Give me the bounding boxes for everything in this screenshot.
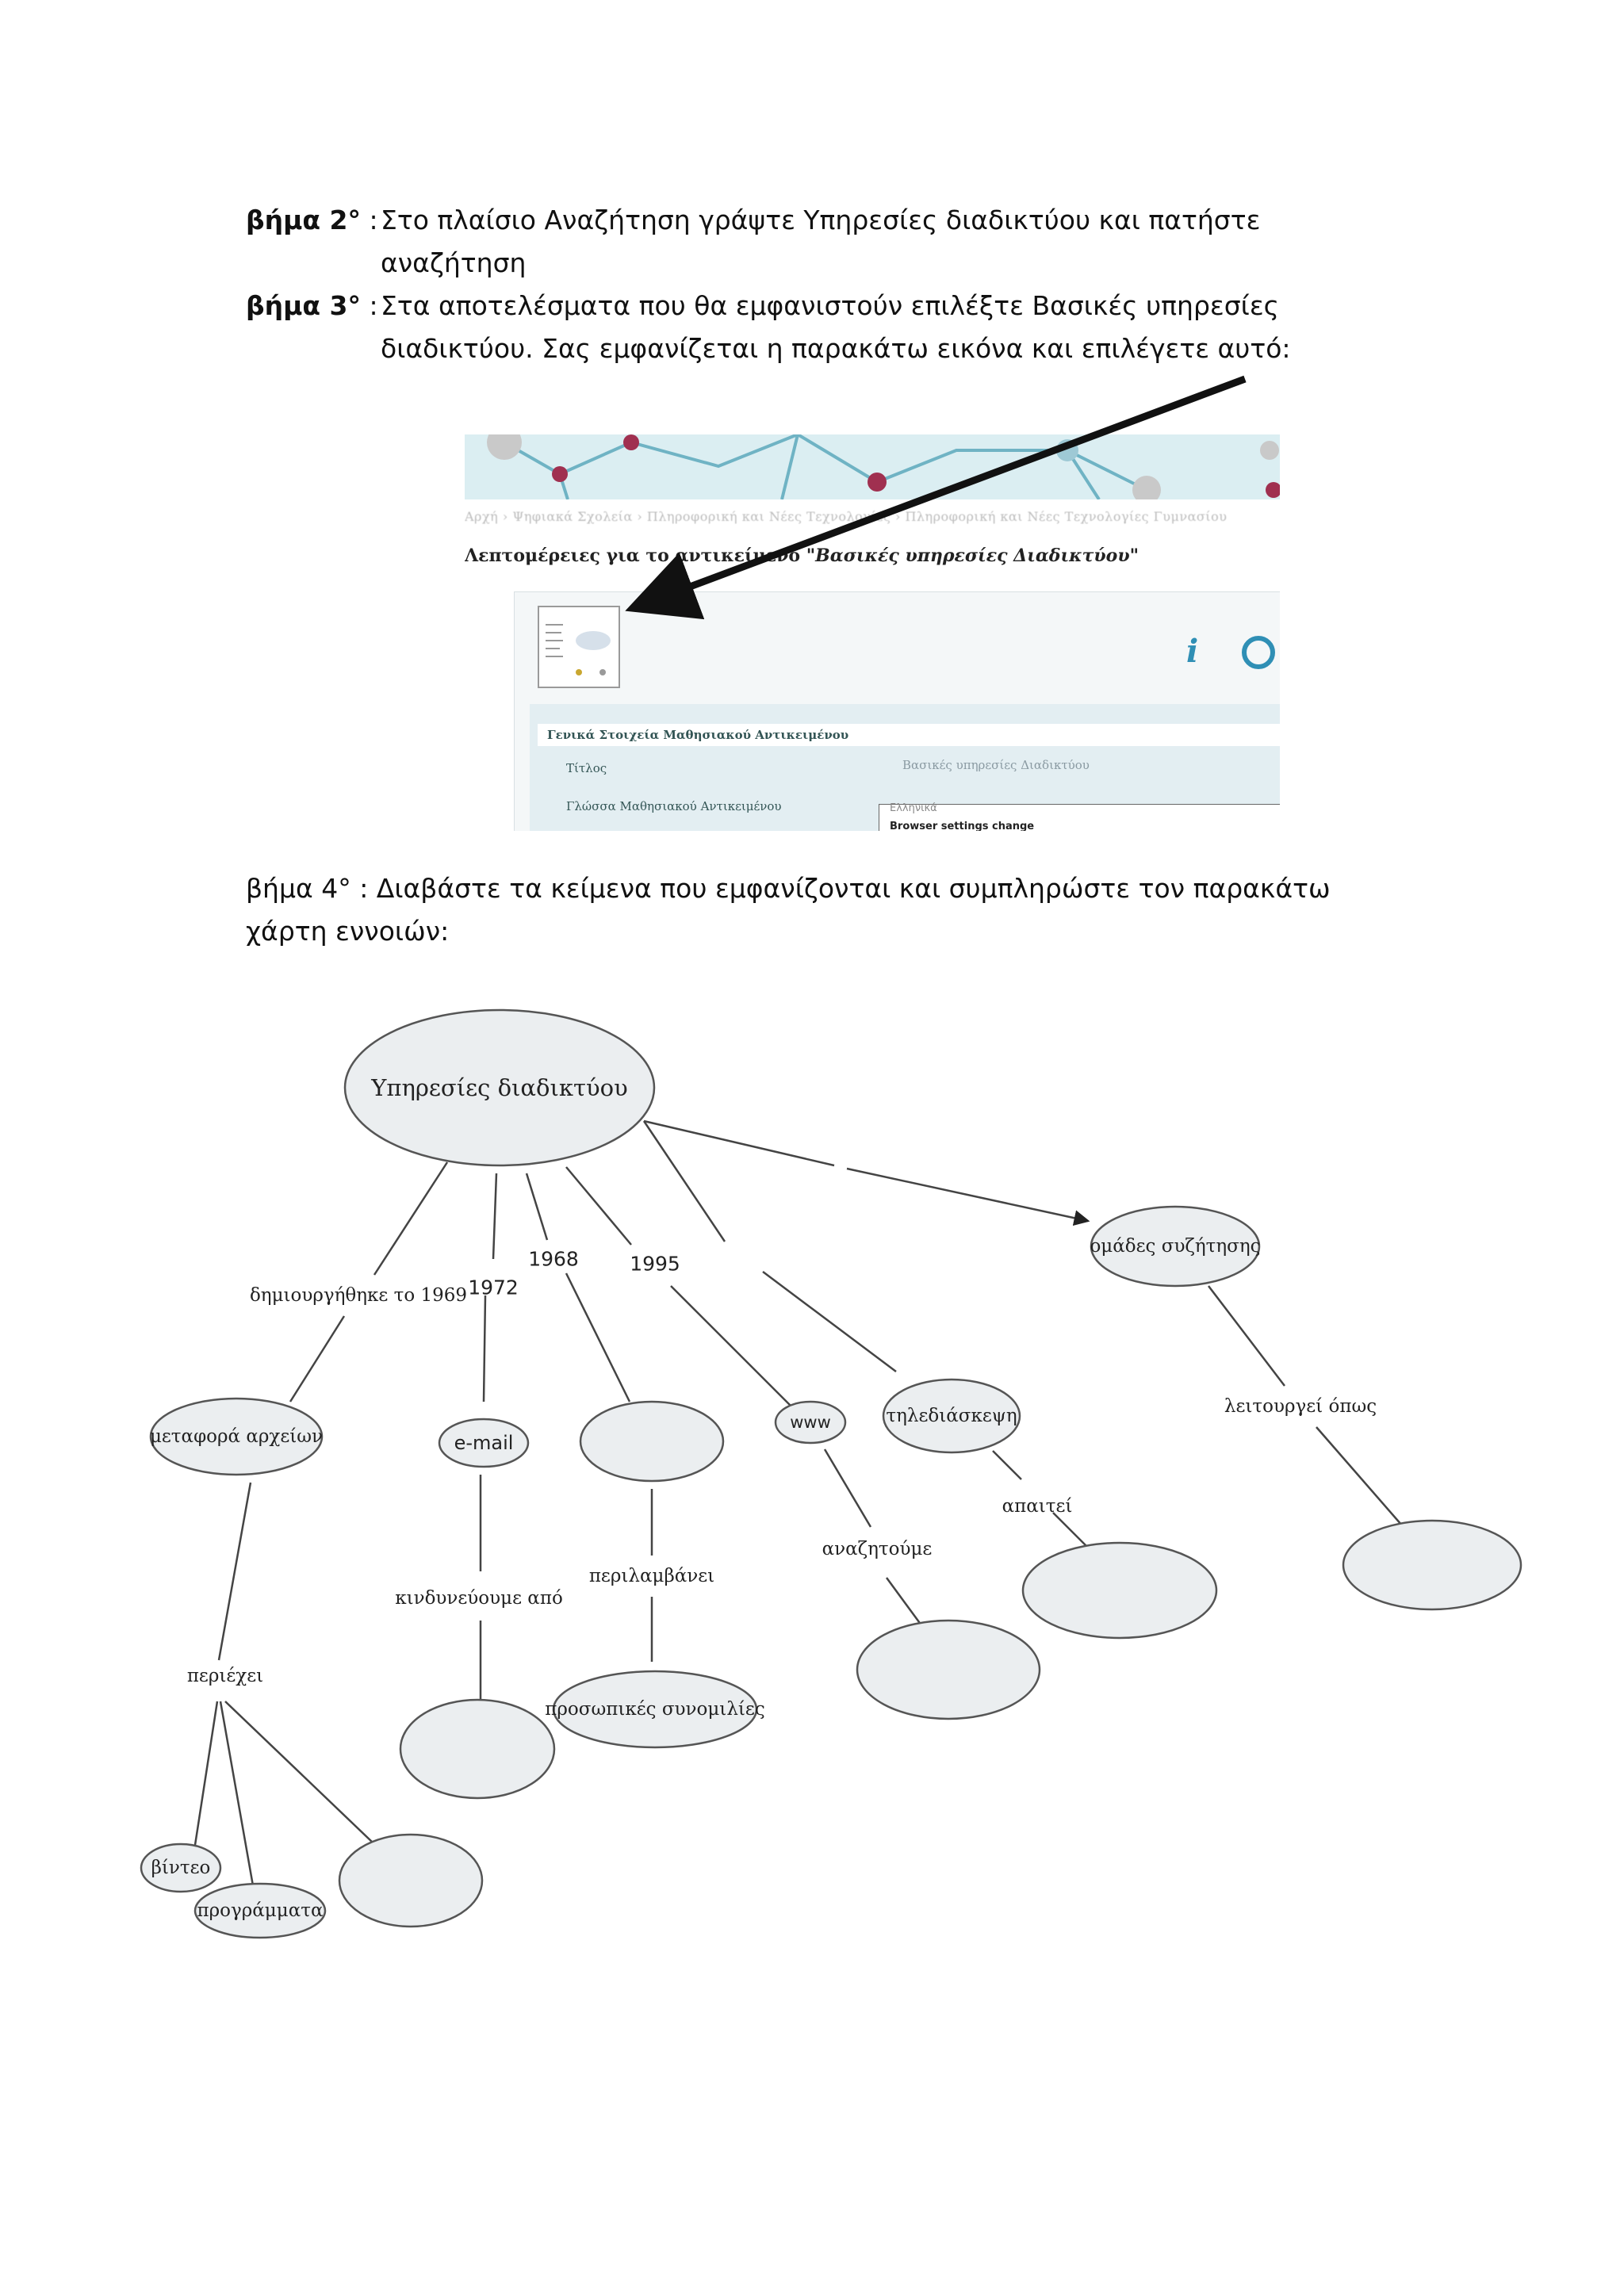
pointer-arrow <box>625 375 1247 620</box>
node-programs-label: προγράμματα <box>197 1900 324 1921</box>
banner-network-graphic <box>487 434 1280 504</box>
row-language-value: Ελληνικά <box>890 802 937 814</box>
step-3-colon: : <box>361 290 378 321</box>
link-created-label: δημιουργήθηκε το 1969 <box>249 1285 468 1306</box>
step-4-line2: χάρτη εννοιών: <box>246 916 450 947</box>
object-thumbnail[interactable] <box>538 606 620 688</box>
breadcrumb[interactable]: Αρχή › Ψηφιακά Σχολεία › Πληροφορική και… <box>465 509 1228 524</box>
thumbnail-preview-icon <box>546 624 611 675</box>
view-icon[interactable] <box>1242 636 1275 669</box>
step-3-text-line1: Στα αποτελέσματα που θα εμφανιστούν επιλ… <box>381 290 1280 321</box>
link-risk-label: κινδυνεύουμε από <box>395 1588 563 1609</box>
object-heading-title: "Βασικές υπηρεσίες Διαδικτύου" <box>806 545 1139 566</box>
embedded-screenshot: Αρχή › Ψηφιακά Σχολεία › Πληροφορική και… <box>465 434 1280 831</box>
year-1972-label: 1972 <box>468 1276 519 1299</box>
info-icon[interactable]: i <box>1186 633 1199 670</box>
step-4-line1: βήμα 4° : Διαβάστε τα κείμενα που εμφανί… <box>246 873 1331 904</box>
step-3: βήμα 3° : <box>246 285 378 327</box>
popup-message: Browser settings change <box>890 821 1035 831</box>
link-contains-label: περιέχει <box>186 1666 264 1686</box>
browser-popup[interactable] <box>879 804 1280 831</box>
year-1968-label: 1968 <box>528 1247 579 1271</box>
step-2: βήμα 2° : <box>246 199 378 242</box>
site-banner <box>465 434 1280 504</box>
step-3-label: βήμα 3° <box>246 290 362 321</box>
row-title-label: Τίτλος <box>566 761 607 775</box>
step-2-colon: : <box>361 205 378 235</box>
link-requires-label: απαιτεί <box>1002 1496 1073 1517</box>
step-2-text-line1: Στο πλαίσιο Αναζήτηση γράψτε Υπηρεσίες δ… <box>381 205 1261 235</box>
link-works-label: λειτουργεί όπως <box>1224 1396 1377 1417</box>
table-header: Γενικά Στοιχεία Μαθησιακού Αντικειμένου <box>538 724 1280 746</box>
step-3-text-line2: διαδικτύου. Σας εμφανίζεται η παρακάτω ε… <box>381 333 1291 364</box>
root-node <box>343 1008 656 1167</box>
node-teleconf-label: τηλεδιάσκεψη <box>886 1406 1017 1426</box>
node-chats-label: προσωπικές συνομιλίες <box>545 1699 765 1720</box>
node-groups-label: ομάδες συζήτησης <box>1090 1236 1261 1257</box>
step-2-text-line2: αναζήτηση <box>381 247 527 278</box>
row-title-value: Βασικές υπηρεσίες Διαδικτύου <box>902 758 1090 772</box>
year-1995-label: 1995 <box>630 1252 680 1276</box>
node-email-label: e-mail <box>454 1432 514 1454</box>
node-video-label: βίντεο <box>151 1858 211 1878</box>
link-search-label: αναζητούμε <box>822 1539 933 1559</box>
concept-root-label: Υπηρεσίες διαδικτύου <box>371 1074 628 1101</box>
link-includes-label: περιλαμβάνει <box>588 1566 715 1586</box>
step-2-label: βήμα 2° <box>246 205 362 235</box>
row-language-label: Γλώσσα Μαθησιακού Αντικειμένου <box>566 799 782 813</box>
node-file-transfer-label: μεταφορά αρχείων <box>149 1426 324 1447</box>
node-www-label: www <box>790 1413 831 1432</box>
